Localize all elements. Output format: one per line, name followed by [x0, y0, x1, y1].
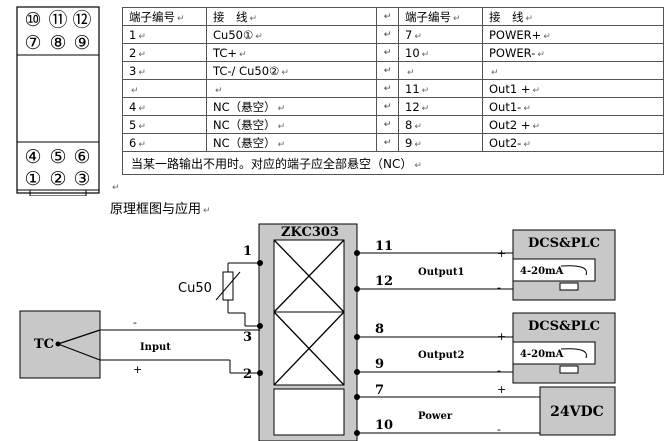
out1-minus: - [497, 281, 501, 294]
signal-1-label: 4-20mA [520, 266, 564, 277]
output1-label: Output1 [418, 267, 464, 278]
terminal-11: ⑪ [48, 9, 67, 31]
table-row: 1↵ Cu50①↵ ↵ 7↵ POWER+↵ [122, 25, 664, 44]
out2-minus: - [497, 364, 501, 377]
dcs-plc-2-label: DCS&PLC [528, 319, 600, 334]
wiring-cell: ↵ [206, 79, 377, 98]
table-row: 4↵ NC（悬空）↵ ↵ 12↵ Out1-↵ [122, 97, 664, 116]
terminal-block: ⑩ ⑪ ⑫ ⑦ ⑧ ⑨ ④ ⑤ ⑥ ① ② ③ [16, 6, 100, 196]
table-note-row: 当某一路输出不用时。对应的端子应全部悬空（NC）↵ [122, 151, 664, 175]
output2-label: Output2 [418, 350, 464, 361]
wiring-cell: NC（悬空）↵ [206, 115, 377, 134]
power-plus: + [497, 383, 506, 396]
terminal-cell: ↵ [398, 61, 483, 80]
terminal-3: ③ [73, 168, 90, 190]
module-name: ZKC303 [281, 225, 339, 240]
terminal-7: ⑦ [24, 32, 41, 54]
pin-1: 1 [243, 244, 252, 259]
dcs-plc-1-label: DCS&PLC [528, 236, 600, 251]
terminal-cell: 3↵ [122, 61, 207, 80]
header-terminal: 端子编号↵ [122, 7, 207, 26]
terminal-4: ④ [24, 146, 41, 168]
tc-plus: + [133, 363, 142, 376]
wiring-cell: NC（悬空）↵ [206, 133, 377, 152]
row-marker: ↵ [376, 61, 399, 80]
wiring-table: 端子编号↵ 接 线↵ ↵ 端子编号↵ 接 线↵ 1↵ Cu50①↵ ↵ 7↵ P… [122, 7, 664, 175]
terminal-cell: 2↵ [122, 43, 207, 62]
pin-9: 9 [375, 357, 384, 372]
terminal-cell: 5↵ [122, 115, 207, 134]
wiring-cell: ↵ [482, 61, 664, 80]
wiring-cell: NC（悬空）↵ [206, 97, 377, 116]
terminal-cell: 6↵ [122, 133, 207, 152]
pin-12: 12 [375, 274, 393, 289]
row-marker: ↵ [376, 79, 399, 98]
block-diagram: ZKC303 TC - Input + Cu50 1 3 2 11 12 8 9… [19, 223, 616, 441]
section-title: 原理框图与应用↵ [110, 202, 211, 217]
tc-minus: - [133, 316, 137, 329]
wiring-cell: Out1-↵ [482, 97, 664, 116]
wiring-cell: Out2-↵ [482, 133, 664, 152]
terminal-2: ② [49, 168, 66, 190]
pin-2: 2 [243, 367, 252, 382]
row-marker: ↵ [376, 133, 399, 152]
terminal-cell: 1↵ [122, 25, 207, 44]
table-row: 6↵ NC（悬空）↵ ↵ 9↵ Out2-↵ [122, 133, 664, 152]
terminal-cell: 10↵ [398, 43, 483, 62]
row-marker: ↵ [376, 115, 399, 134]
terminal-10: ⑩ [24, 9, 41, 31]
tc-label: TC [34, 337, 54, 352]
out2-plus: + [497, 330, 506, 343]
wiring-cell: POWER-↵ [482, 43, 664, 62]
input-label: Input [140, 342, 171, 353]
terminal-8: ⑧ [49, 32, 66, 54]
wiring-cell: Cu50①↵ [206, 25, 377, 44]
table-row: 5↵ NC（悬空）↵ ↵ 8↵ Out2 +↵ [122, 115, 664, 134]
header-wiring: 接 线↵ [206, 7, 377, 26]
terminal-5: ⑤ [49, 146, 66, 168]
terminal-1: ① [24, 168, 41, 190]
row-marker: ↵ [376, 25, 399, 44]
power-supply-label: 24VDC [550, 404, 604, 420]
header-terminal-2: 端子编号↵ [398, 7, 483, 26]
pin-7: 7 [375, 383, 384, 398]
table-note: 当某一路输出不用时。对应的端子应全部悬空（NC）↵ [122, 151, 664, 175]
terminal-cell: 11↵ [398, 79, 483, 98]
row-marker: ↵ [376, 7, 399, 26]
terminal-cell: 7↵ [398, 25, 483, 44]
wiring-cell: TC-/ Cu50②↵ [206, 61, 377, 80]
cu50-label: Cu50 [178, 281, 212, 296]
table-row: 2↵ TC+↵ ↵ 10↵ POWER-↵ [122, 43, 664, 62]
terminal-cell: ↵ [122, 79, 207, 98]
terminal-cell: 12↵ [398, 97, 483, 116]
row-marker: ↵ [376, 97, 399, 116]
terminal-12: ⑫ [72, 9, 91, 31]
wiring-cell: Out2 +↵ [482, 115, 664, 134]
paragraph-marker: ↵ [112, 183, 120, 193]
signal-2-label: 4-20mA [520, 349, 564, 360]
power-supply [539, 386, 616, 436]
header-wiring-2: 接 线↵ [482, 7, 664, 26]
power-minus: - [497, 423, 501, 436]
terminal-cell: 4↵ [122, 97, 207, 116]
pin-10: 10 [375, 418, 393, 433]
table-header-row: 端子编号↵ 接 线↵ ↵ 端子编号↵ 接 线↵ [122, 7, 664, 26]
pin-3: 3 [243, 330, 252, 345]
wiring-cell: Out1 +↵ [482, 79, 664, 98]
power-block [273, 388, 345, 436]
terminal-6: ⑥ [73, 146, 90, 168]
out1-plus: + [497, 247, 506, 260]
table-row: ↵ ↵ ↵ 11↵ Out1 +↵ [122, 79, 664, 98]
terminal-cell: 8↵ [398, 115, 483, 134]
power-label: Power [418, 411, 453, 422]
table-row: 3↵ TC-/ Cu50②↵ ↵ ↵ ↵ [122, 61, 664, 80]
pin-11: 11 [375, 239, 393, 254]
wiring-cell: POWER+↵ [482, 25, 664, 44]
terminal-9: ⑨ [73, 32, 90, 54]
row-marker: ↵ [376, 43, 399, 62]
wiring-cell: TC+↵ [206, 43, 377, 62]
terminal-cell: 9↵ [398, 133, 483, 152]
pin-8: 8 [375, 322, 384, 337]
